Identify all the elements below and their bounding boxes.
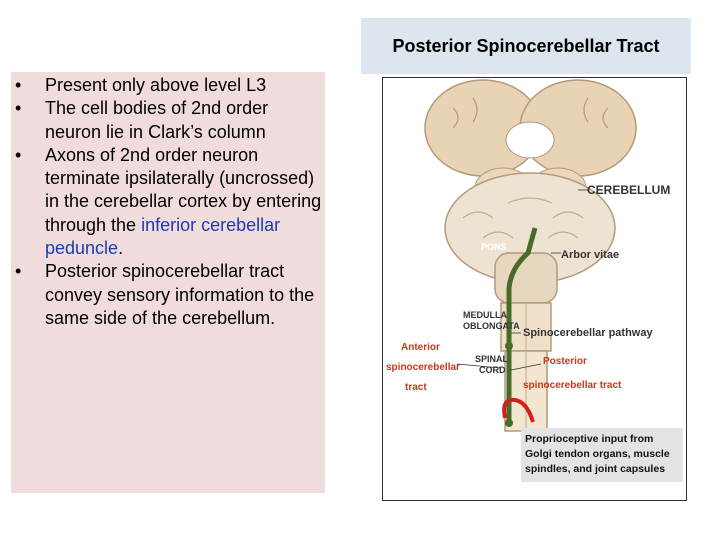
bullet-item: •The cell bodies of 2nd order neuron lie… xyxy=(15,98,269,142)
label-medulla: MEDULLA xyxy=(463,310,507,320)
bullet-item: •Present only above level L3 xyxy=(11,74,325,97)
label-pons: PONS xyxy=(481,242,507,252)
brain-diagram-svg: CEREBELLUM PONS Arbor vitae MEDULLA OBLO… xyxy=(386,79,683,482)
cerebellum-shape xyxy=(444,172,616,284)
label-oblongata: OBLONGATA xyxy=(463,321,520,331)
proprioceptive-input xyxy=(502,397,535,423)
label-anterior-1: Anterior xyxy=(401,342,440,353)
spinocerebellar-pathway xyxy=(506,227,538,423)
bullet-dot: • xyxy=(15,75,22,95)
bullet-item: •Posterior spinocerebellar tract convey … xyxy=(15,261,315,328)
slide-title: Posterior Spinocerebellar Tract xyxy=(392,35,660,56)
label-posterior-2: spinocerebellar tract xyxy=(523,380,622,391)
label-proprio-1: Proprioceptive input from xyxy=(525,433,653,445)
leader-lines xyxy=(456,189,588,371)
label-proprio-3: spindles, and joint capsules xyxy=(525,463,665,475)
label-cerebellum: CEREBELLUM xyxy=(587,183,670,197)
bullet-dot: • xyxy=(15,98,22,119)
pathway-node xyxy=(505,342,513,350)
brain-diagram: CEREBELLUM PONS Arbor vitae MEDULLA OBLO… xyxy=(382,77,687,501)
label-spinal: SPINAL xyxy=(475,354,509,364)
bullet-dot: • xyxy=(15,144,22,165)
proprioceptive-box xyxy=(521,428,683,482)
peduncle-link[interactable]: inferior cerebellar peduncle xyxy=(45,214,281,259)
label-arbor-vitae: Arbor vitae xyxy=(561,249,619,261)
label-anterior-3: tract xyxy=(405,382,427,393)
brainstem-shape xyxy=(494,252,558,432)
label-anterior-2: spinocerebellar xyxy=(386,362,460,373)
pathway-node xyxy=(505,419,513,427)
bullet-list: •Present only above level L3 •The cell b… xyxy=(11,74,325,330)
label-spinocerebellar-pathway: Spinocerebellar pathway xyxy=(523,327,653,339)
text-panel: •Present only above level L3 •The cell b… xyxy=(11,72,325,493)
label-posterior-1: Posterior xyxy=(543,356,587,367)
label-cord: CORD xyxy=(479,365,506,375)
label-proprio-2: Golgi tendon organs, muscle xyxy=(525,448,670,460)
bullet-item: •Axons of 2nd order neuron terminate ips… xyxy=(15,144,322,259)
bullet-dot: • xyxy=(15,261,22,282)
title-box: Posterior Spinocerebellar Tract xyxy=(361,18,691,74)
